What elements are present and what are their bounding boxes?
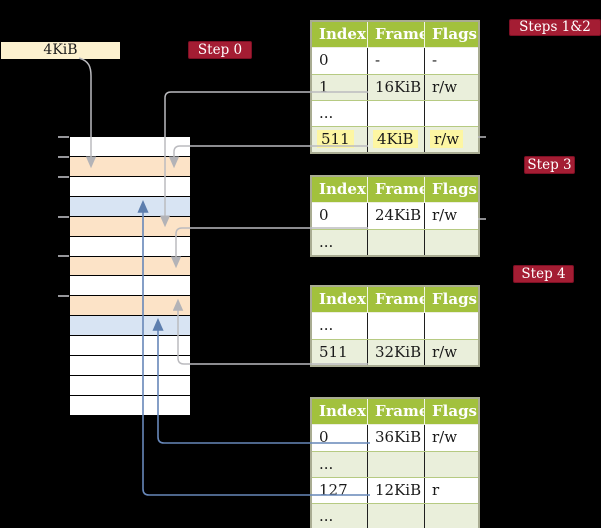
table-row: 0 -- — [312, 48, 478, 74]
table-cell: - — [424, 48, 478, 74]
column-header: Index — [319, 402, 366, 420]
badge-step-0: Step 0 — [188, 41, 252, 59]
table-cell: r/w — [424, 127, 478, 152]
column-header: Flags — [424, 399, 478, 424]
table-cell: ... — [319, 316, 334, 334]
physical-memory-column — [70, 137, 190, 415]
badge-step-3: Step 3 — [524, 156, 575, 174]
column-header: Flags — [424, 177, 478, 202]
memory-row-11 — [70, 356, 190, 376]
table-cell: 16KiB — [367, 75, 424, 100]
memory-row-13 — [70, 395, 190, 415]
table-cell: 511 — [312, 127, 367, 152]
badge-step-4: Step 4 — [513, 265, 574, 283]
table-cell: ... — [319, 104, 334, 122]
table-cell — [424, 452, 478, 477]
table-row: ... — [312, 100, 478, 126]
table-cell — [367, 504, 424, 528]
highlighted-value: r/w — [430, 130, 464, 148]
memory-row-5 — [70, 236, 190, 256]
table-cell: 1 — [319, 78, 329, 96]
table-cell: 24KiB — [367, 203, 424, 229]
highlighted-value: 4KiB — [373, 130, 418, 148]
memory-row-12 — [70, 376, 190, 395]
table-cell: 4KiB — [367, 127, 424, 152]
table-row: ... — [312, 229, 478, 255]
table-cell: 0 — [319, 428, 329, 446]
table-cell: 36KiB — [367, 425, 424, 451]
table-cell: ... — [319, 455, 334, 473]
table-cell — [367, 101, 424, 126]
table-cell: 0 — [319, 51, 329, 69]
table-cell — [367, 230, 424, 255]
memory-address-tick — [58, 136, 69, 138]
memory-address-tick — [58, 156, 69, 158]
memory-address-tick — [58, 176, 69, 178]
memory-row-10 — [70, 336, 190, 356]
memory-row-0 — [70, 137, 190, 156]
table-row: ... — [312, 313, 478, 339]
memory-row-6 — [70, 256, 190, 276]
table-cell: - — [367, 48, 424, 74]
column-header: Frame — [367, 399, 424, 424]
table-cell: r/w — [424, 203, 478, 229]
table-cell: ... — [319, 507, 334, 525]
table-row: 511 4KiB r/w — [312, 126, 478, 152]
table-cell: 32KiB — [367, 340, 424, 365]
memory-row-7 — [70, 276, 190, 296]
memory-row-8 — [70, 296, 190, 316]
column-header: Index — [319, 290, 366, 308]
table-row: ... — [312, 503, 478, 528]
column-header: Frame — [367, 287, 424, 312]
table-cell: 12KiB — [367, 478, 424, 503]
memory-address-tick — [58, 255, 69, 257]
column-header: Flags — [424, 22, 478, 47]
memory-row-2 — [70, 176, 190, 196]
table-cell — [367, 313, 424, 339]
column-header: Index — [319, 180, 366, 198]
memory-address-tick — [58, 295, 69, 297]
table-cell — [424, 313, 478, 339]
table-cell — [424, 230, 478, 255]
table-cell: r/w — [424, 340, 478, 365]
table-cell: ... — [319, 233, 334, 251]
table-cell: 127 — [319, 481, 348, 499]
badge-steps-1-2: Steps 1&2 — [509, 19, 601, 36]
memory-row-9 — [70, 316, 190, 336]
table-cell: r/w — [424, 425, 478, 451]
table-cell: r — [424, 478, 478, 503]
table-cell: 0 — [319, 206, 329, 224]
column-header: Frame — [367, 22, 424, 47]
table-row: ... — [312, 451, 478, 477]
table-cell — [424, 101, 478, 126]
memory-row-3 — [70, 196, 190, 216]
table-cell — [367, 452, 424, 477]
table-cell: r/w — [424, 75, 478, 100]
table-cell: 511 — [319, 343, 348, 361]
column-header: Flags — [424, 287, 478, 312]
column-header: Frame — [367, 177, 424, 202]
memory-address-tick — [58, 216, 69, 218]
memory-row-1 — [70, 156, 190, 176]
frame-4kib-label: 4KiB — [1, 42, 120, 59]
highlighted-value: 511 — [317, 130, 354, 148]
table-cell — [424, 504, 478, 528]
memory-row-4 — [70, 216, 190, 236]
column-header: Index — [319, 25, 366, 43]
